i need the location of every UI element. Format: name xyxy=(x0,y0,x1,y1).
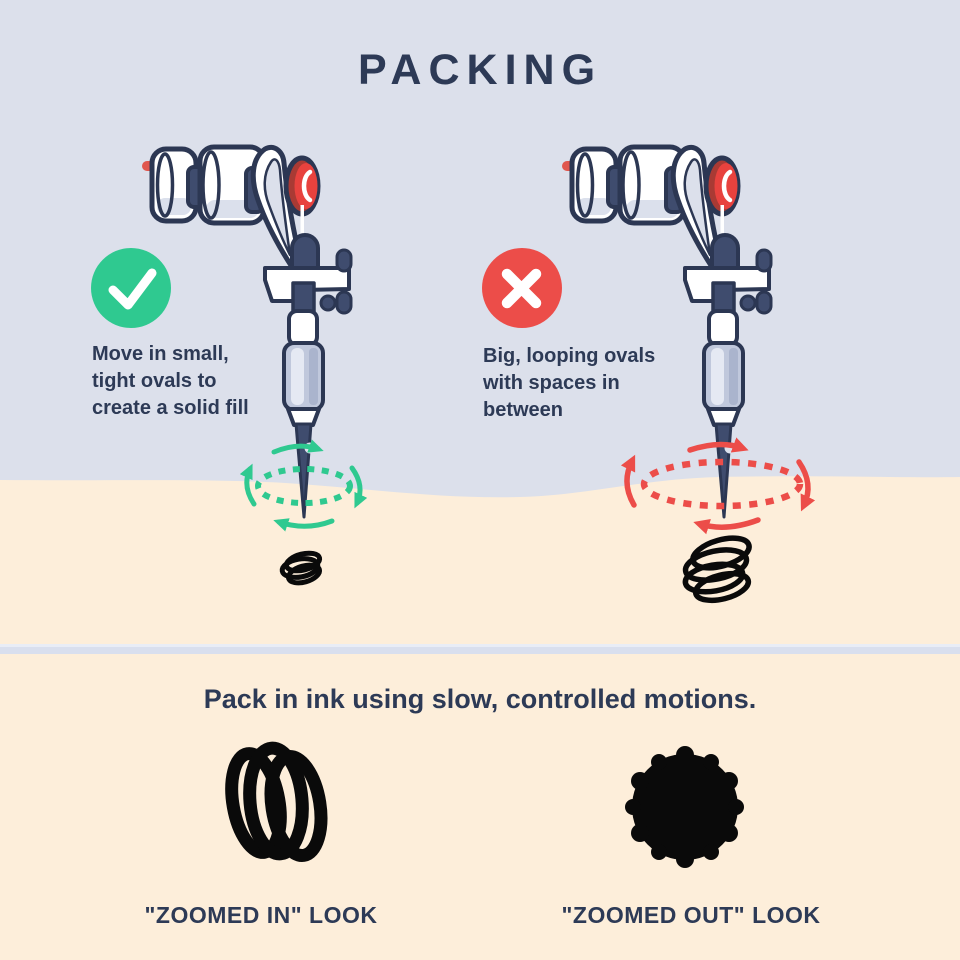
loose-ink-loops xyxy=(682,535,752,604)
zoomed-out-ink-blob xyxy=(625,746,744,868)
check-icon xyxy=(91,248,171,328)
zoomed-out-label: "ZOOMED OUT" LOOK xyxy=(561,902,821,928)
footer-heading: Pack in ink using slow, controlled motio… xyxy=(203,684,757,714)
page-title: PACKING xyxy=(357,46,603,94)
do-tip-text: Move in small, tight ovals to create a s… xyxy=(92,343,249,420)
tight-ink-scribble xyxy=(279,550,323,586)
zoomed-in-label: "ZOOMED IN" LOOK xyxy=(144,902,378,928)
small-oval-motion-path xyxy=(239,439,368,532)
x-icon xyxy=(482,248,562,328)
large-oval-motion-path xyxy=(620,437,816,535)
section-divider xyxy=(0,644,960,654)
zoomed-in-scribble xyxy=(225,741,328,863)
skin-surface xyxy=(0,476,960,960)
dont-tip-text: Big, looping ovals with spaces in betwee… xyxy=(483,345,656,422)
